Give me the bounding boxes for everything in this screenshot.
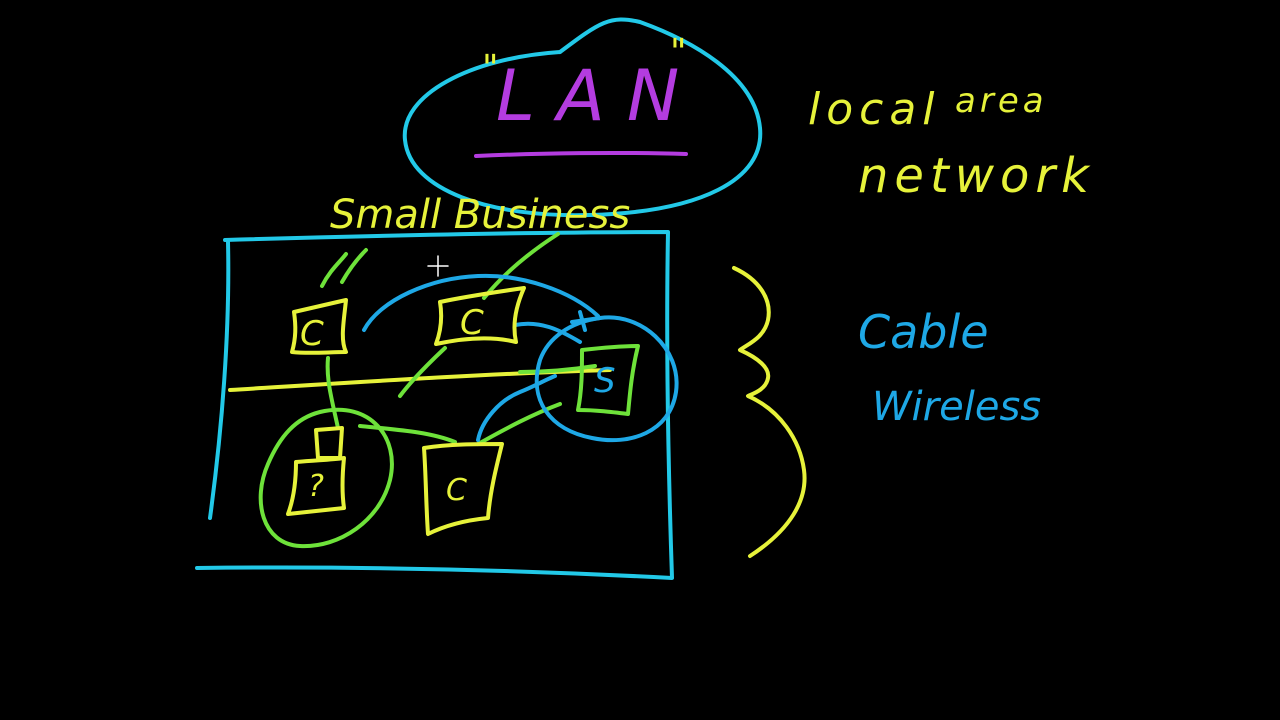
brace xyxy=(732,266,807,558)
lan-title: LAN xyxy=(496,55,701,137)
lan-quote-open: " xyxy=(482,48,499,89)
expansion-network: network xyxy=(858,148,1095,204)
node-label: C xyxy=(460,303,484,343)
crosshair-cursor-icon xyxy=(427,255,449,277)
lan-underline xyxy=(474,150,688,158)
lan-title-group: " LAN " xyxy=(402,17,763,218)
lan-circle xyxy=(402,17,763,218)
expansion-local: local xyxy=(808,84,941,135)
connection-types: Cable Wireless xyxy=(858,305,1041,430)
server-circle xyxy=(534,315,679,443)
node-label: S xyxy=(594,361,616,401)
node-label: C xyxy=(300,314,324,354)
lan-expansion: local area network xyxy=(808,81,1095,204)
device-unknown[interactable]: ? xyxy=(258,407,394,549)
device-computer-top-left[interactable]: C xyxy=(290,298,348,355)
device-computer-top-middle[interactable]: C xyxy=(434,286,526,346)
connection-type-cable: Cable xyxy=(858,305,989,359)
device-server[interactable]: S xyxy=(576,344,640,416)
room-label: Small Business xyxy=(330,192,630,238)
expansion-area: area xyxy=(955,81,1048,121)
wired-links xyxy=(320,232,597,446)
wireless-links xyxy=(362,273,679,443)
device-computer-bottom[interactable]: C xyxy=(422,442,504,536)
unknown-device-circle xyxy=(258,407,394,549)
node-label: C xyxy=(446,473,467,508)
lan-quote-close: " xyxy=(670,32,687,73)
connection-type-wireless: Wireless xyxy=(872,384,1041,430)
node-label: ? xyxy=(308,469,324,504)
